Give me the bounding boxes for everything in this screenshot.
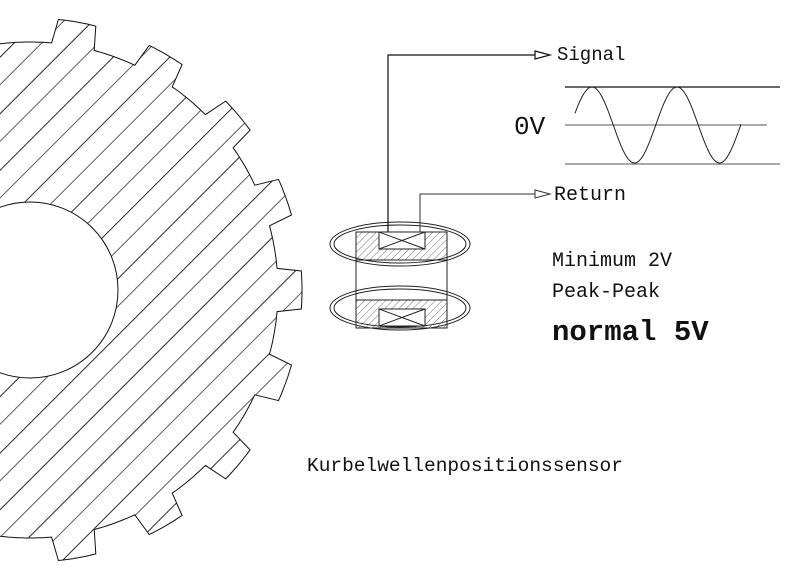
coil-winding-top: [378, 231, 426, 250]
waveform: [565, 86, 780, 165]
sensor-coil: [329, 221, 471, 331]
normal-voltage-label: normal 5V: [552, 316, 709, 349]
signal-wire: [387, 50, 553, 232]
peak-peak-label: Peak-Peak: [552, 281, 661, 304]
zero-volt-label: 0V: [514, 112, 546, 142]
return-wire: [419, 189, 552, 232]
sensor-title: Kurbelwellenpositionssensor: [307, 455, 623, 477]
gear-wheel: [0, 18, 303, 562]
return-label: Return: [554, 184, 627, 207]
coil-winding-bottom: [378, 308, 426, 327]
signal-label: Signal: [557, 44, 626, 66]
sine-wave: [574, 86, 742, 164]
minimum-voltage-label: Minimum 2V: [552, 250, 673, 273]
